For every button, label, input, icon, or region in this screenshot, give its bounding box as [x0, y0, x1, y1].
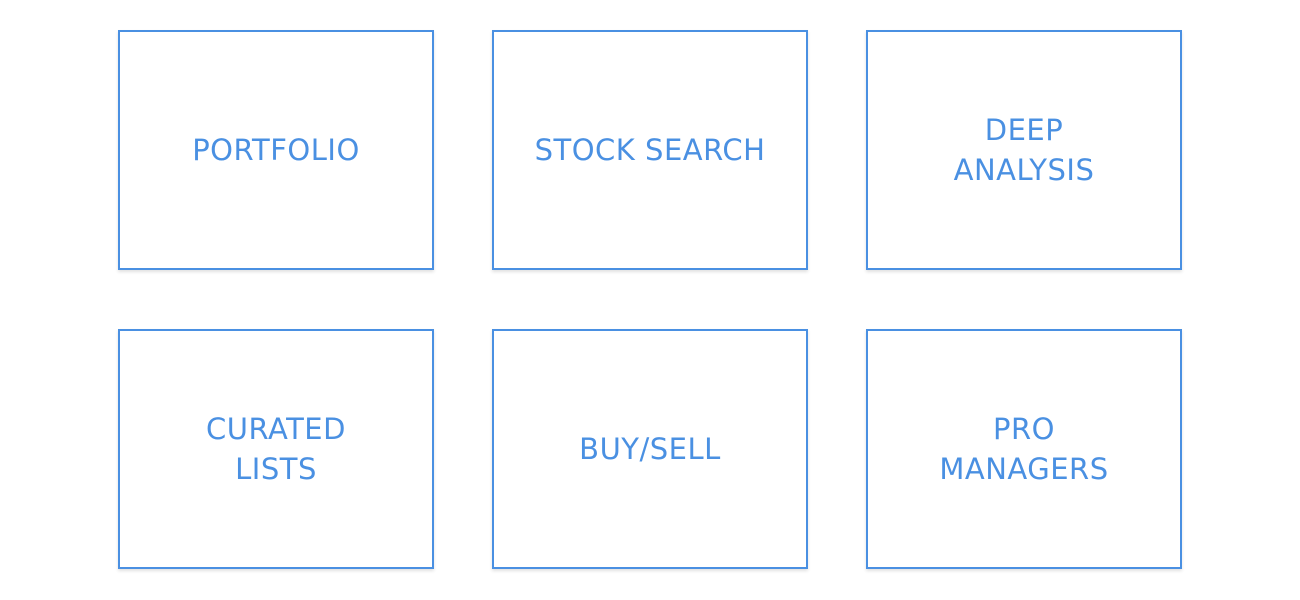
buy-sell-label: BUY/SELL — [579, 432, 721, 466]
deep-analysis-tile[interactable]: DEEP ANALYSIS — [866, 30, 1182, 270]
pro-managers-label: PRO MANAGERS — [939, 412, 1109, 486]
deep-analysis-label: DEEP ANALYSIS — [953, 113, 1095, 187]
stock-search-tile[interactable]: STOCK SEARCH — [492, 30, 808, 270]
curated-lists-tile[interactable]: CURATED LISTS — [118, 329, 434, 569]
buy-sell-tile[interactable]: BUY/SELL — [492, 329, 808, 569]
curated-lists-label: CURATED LISTS — [206, 412, 346, 486]
menu-grid: PORTFOLIO STOCK SEARCH DEEP ANALYSIS CUR… — [118, 30, 1183, 570]
stock-search-label: STOCK SEARCH — [534, 133, 766, 167]
pro-managers-tile[interactable]: PRO MANAGERS — [866, 329, 1182, 569]
portfolio-tile[interactable]: PORTFOLIO — [118, 30, 434, 270]
portfolio-label: PORTFOLIO — [192, 133, 360, 167]
